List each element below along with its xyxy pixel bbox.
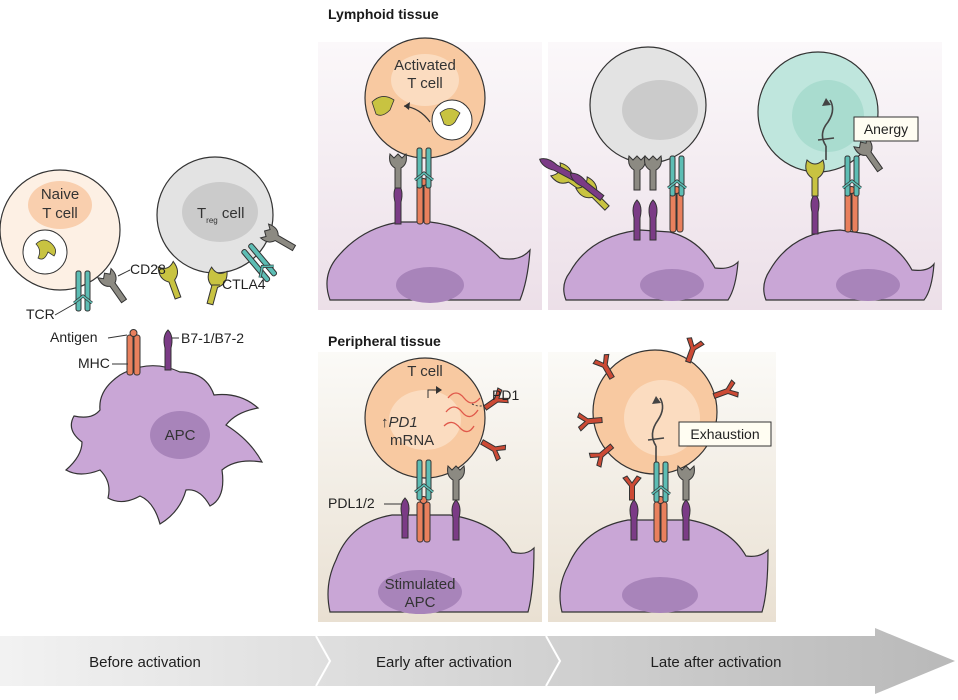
peripheral-early-mhc <box>416 496 431 543</box>
pd1-mrna-word: mRNA <box>390 432 434 449</box>
stimulated-apc: Stimulated APC <box>327 514 535 614</box>
peripheral-tcell-label: T cell <box>407 363 443 380</box>
lymph-late-treg <box>589 46 707 164</box>
pd1-mrna-arrow: ↑ <box>381 414 389 431</box>
exhausted-t-cell <box>592 349 718 475</box>
panel-title-lymphoid: Lymphoid tissue <box>328 6 439 22</box>
treg-label-T: T <box>197 205 206 222</box>
lymph-late-apc-right <box>763 229 935 301</box>
apc-left: APC <box>64 365 264 525</box>
exhausted-pdl <box>629 499 639 541</box>
lymph-late-apc-left <box>563 229 739 301</box>
anergic-b7 <box>810 193 820 235</box>
label-ctla4: CTLA4 <box>222 276 266 292</box>
peripheral-early-pdl <box>400 497 410 539</box>
naive-label-line2: T cell <box>42 205 78 222</box>
naive-label-line1: Naive <box>41 186 79 203</box>
treg-label-rest: cell <box>218 205 245 222</box>
svg-text:↑PD1: ↑PD1 <box>381 414 418 431</box>
apc-mhc <box>126 329 141 376</box>
exhaustion-label: Exhaustion <box>690 426 759 442</box>
anergy-label: Anergy <box>864 121 908 137</box>
exhausted-mhc <box>653 496 668 543</box>
label-b7: B7-1/B7-2 <box>181 330 244 346</box>
panel-title-peripheral: Peripheral tissue <box>328 333 441 349</box>
stage-late: Late after activation <box>651 654 782 671</box>
lymph-late-b7-c <box>632 199 642 241</box>
lymph-early-apc <box>326 221 531 303</box>
stage-before: Before activation <box>89 654 201 671</box>
label-tcr: TCR <box>26 306 55 322</box>
lymph-early-b7 <box>393 183 403 225</box>
timeline-arrow <box>0 628 955 694</box>
treg-label-sub: reg <box>206 216 218 225</box>
label-mhc: MHC <box>78 355 110 371</box>
naive-cd28 <box>97 267 132 307</box>
exhaustion-box <box>678 421 772 447</box>
apc-b7 <box>163 329 173 371</box>
activated-label-line1: Activated <box>394 57 456 74</box>
peripheral-early-b7 <box>451 499 461 541</box>
apc-label: APC <box>165 427 196 444</box>
peripheral-late-apc <box>559 519 769 613</box>
anergy-box <box>853 116 919 142</box>
label-cd28: CD28 <box>130 261 166 277</box>
label-pd1: PD1 <box>492 387 519 403</box>
activated-label-line2: T cell <box>407 75 443 92</box>
exhausted-b7 <box>681 499 691 541</box>
svg-text:Treg cell: Treg cell <box>197 205 244 225</box>
activated-t-cell: Activated T cell <box>364 37 486 159</box>
anergic-t-cell <box>757 51 879 173</box>
stimulated-label-line2: APC <box>405 594 436 611</box>
treg-cell: Treg cell <box>156 156 274 274</box>
lymph-late-b7-d <box>648 199 658 241</box>
naive-t-cell: Naive T cell <box>0 169 121 291</box>
label-pdl: PDL1/2 <box>328 495 375 511</box>
stimulated-label-line1: Stimulated <box>385 576 456 593</box>
label-antigen: Antigen <box>50 329 97 345</box>
peripheral-early-t-cell: T cell ↑PD1 mRNA <box>364 357 489 479</box>
pd1-mrna-gene: PD1 <box>389 414 418 431</box>
stage-early: Early after activation <box>376 654 512 671</box>
